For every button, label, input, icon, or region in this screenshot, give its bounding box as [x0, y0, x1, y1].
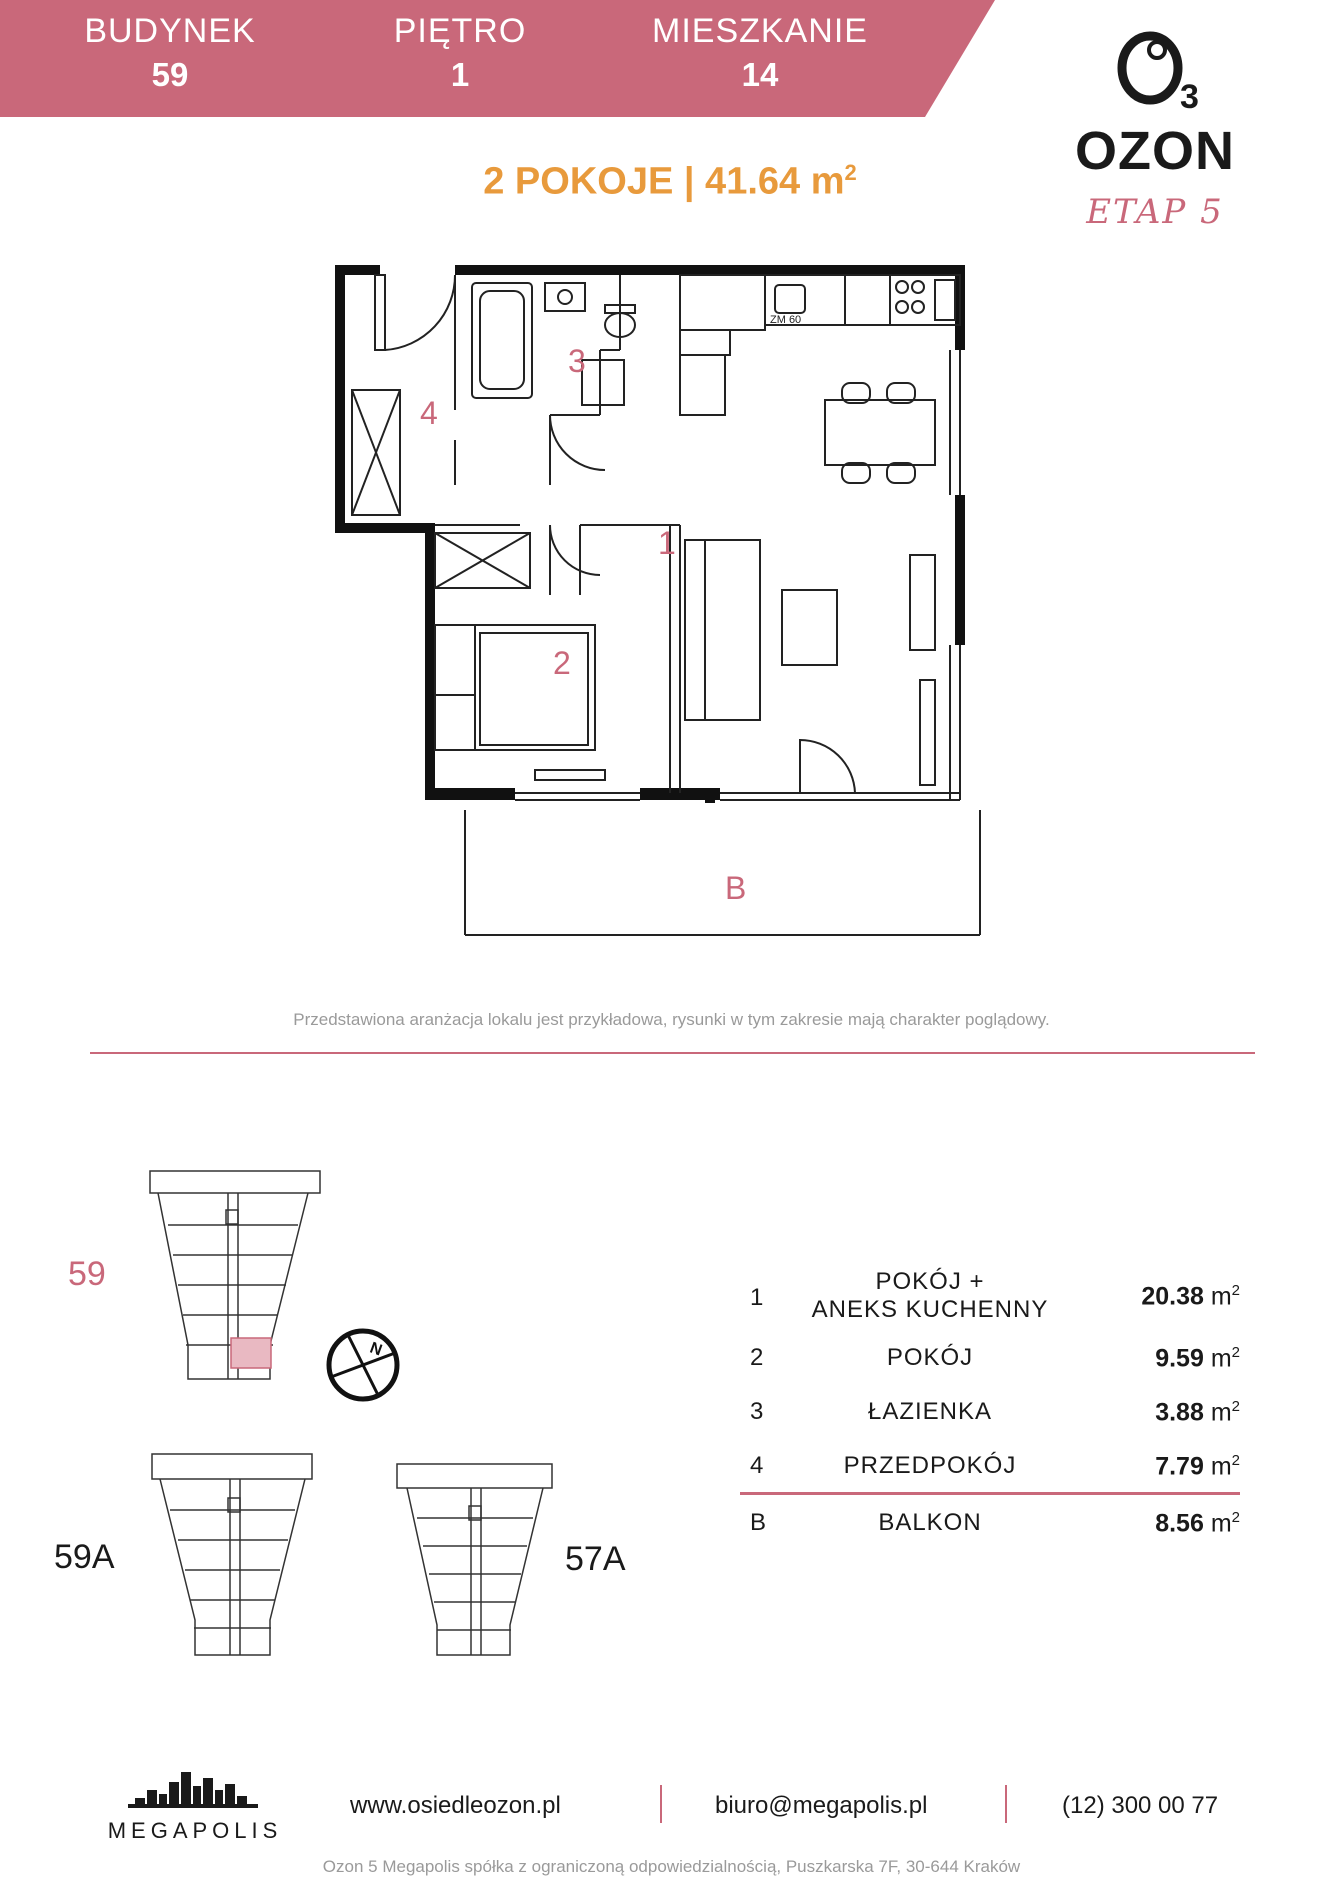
room-name-line1: POKÓJ + — [875, 1268, 985, 1295]
building-info: BUDYNEK 59 — [40, 10, 300, 98]
room-number-4: 4 — [420, 395, 438, 431]
disclaimer-text: Przedstawiona aranżacja lokalu jest przy… — [293, 1010, 1050, 1029]
apartment-value: 14 — [741, 56, 779, 93]
compass-icon: N — [326, 1328, 400, 1402]
rooms-table: 1 POKÓJ +ANEKS KUCHENNY 20.38 m2 2 POKÓJ… — [740, 1262, 1240, 1549]
stage-label: ETAP 5 — [1086, 192, 1224, 232]
room-number-3: 3 — [568, 343, 586, 379]
apartment-label: MIESZKANIE — [652, 12, 868, 50]
room-area-sup: 2 — [1231, 1398, 1240, 1415]
building-57a-plan — [396, 1463, 553, 1656]
room-no: 4 — [750, 1452, 764, 1479]
website-link[interactable]: www.osiedleozon.pl — [350, 1792, 561, 1819]
building-label-59a: 59A — [54, 1538, 115, 1576]
footer-separator — [1005, 1785, 1007, 1823]
summary-sup: 2 — [844, 160, 857, 185]
floor-plan-drawing: ZM 60 — [335, 265, 981, 936]
room-area-unit: m — [1210, 1452, 1232, 1481]
building-label-57a: 57A — [565, 1540, 626, 1578]
room-area-sup: 2 — [1231, 1509, 1240, 1526]
room-name: POKÓJ — [886, 1344, 974, 1371]
room-no: 1 — [750, 1284, 764, 1311]
room-area-sup: 2 — [1231, 1452, 1240, 1469]
building-value: 59 — [151, 56, 189, 93]
room-row: 2 POKÓJ 9.59 m2 — [740, 1330, 1240, 1384]
room-area-sup: 2 — [1231, 1282, 1240, 1299]
room-name: POKÓJ +ANEKS KUCHENNY — [785, 1268, 1075, 1324]
room-number-balcony: B — [725, 870, 747, 906]
megapolis-logo: MEGAPOLIS — [100, 1760, 290, 1843]
room-row: 4 PRZEDPOKÓJ 7.79 m2 — [740, 1438, 1240, 1492]
room-area-unit: m — [1210, 1344, 1232, 1373]
room-area-sup: 2 — [1231, 1344, 1240, 1361]
room-area-unit: m — [1210, 1282, 1232, 1311]
room-area-value: 7.79 — [1155, 1452, 1204, 1481]
room-area: 20.38 m2 — [1080, 1282, 1240, 1311]
skyline-icon — [128, 1772, 258, 1808]
room-area: 3.88 m2 — [1080, 1398, 1240, 1427]
room-row: 3 ŁAZIENKA 3.88 m2 — [740, 1384, 1240, 1438]
phone-link[interactable]: (12) 300 00 77 — [1062, 1792, 1219, 1819]
header-banner: BUDYNEK 59 PIĘTRO 1 MIESZKANIE 14 — [0, 0, 1343, 120]
summary-text: 2 POKOJE | 41.64 m — [483, 160, 845, 203]
ozon-logo: 3 OZON ETAP 5 — [1040, 28, 1270, 248]
room-area-value: 9.59 — [1155, 1344, 1204, 1373]
room-area-unit: m — [1210, 1509, 1232, 1538]
floor-info: PIĘTRO 1 — [330, 10, 590, 98]
floor-plan: ZM 60 1 2 3 4 B — [320, 255, 1000, 955]
room-number-1: 1 — [658, 525, 676, 561]
floor-label: PIĘTRO — [393, 12, 527, 50]
appliance-label: ZM 60 — [770, 314, 801, 326]
building-59-plan — [149, 1170, 321, 1380]
footer-separator — [660, 1785, 662, 1823]
room-area: 7.79 m2 — [1080, 1452, 1240, 1481]
company-name: MEGAPOLIS — [107, 1818, 283, 1843]
apartment-info: MIESZKANIE 14 — [610, 10, 910, 98]
room-area-value: 8.56 — [1155, 1509, 1204, 1538]
room-name: BALKON — [878, 1509, 982, 1536]
room-no: 2 — [750, 1344, 764, 1371]
email-link[interactable]: biuro@megapolis.pl — [715, 1792, 928, 1819]
room-area-value: 20.38 — [1141, 1282, 1204, 1311]
room-name-line2: ANEKS KUCHENNY — [811, 1296, 1049, 1323]
compass-north: N — [367, 1340, 384, 1360]
room-name: ŁAZIENKA — [867, 1398, 993, 1425]
room-name: PRZEDPOKÓJ — [843, 1452, 1017, 1479]
room-no: B — [750, 1509, 767, 1536]
room-area: 9.59 m2 — [1080, 1344, 1240, 1373]
building-label: BUDYNEK — [84, 12, 256, 50]
room-area-value: 3.88 — [1155, 1398, 1204, 1427]
brand-name: OZON — [1075, 121, 1235, 181]
building-label-59: 59 — [68, 1255, 106, 1293]
legal-text: Ozon 5 Megapolis spółka z ograniczoną od… — [322, 1857, 1021, 1876]
room-number-2: 2 — [553, 645, 571, 681]
section-divider — [90, 1052, 1255, 1054]
apartment-highlight — [230, 1337, 272, 1369]
o3-subscript: 3 — [1180, 78, 1199, 113]
room-area: 8.56 m2 — [1080, 1509, 1240, 1538]
room-row: B BALKON 8.56 m2 — [740, 1495, 1240, 1549]
room-area-unit: m — [1210, 1398, 1232, 1427]
building-59a-plan — [151, 1453, 313, 1656]
room-row: 1 POKÓJ +ANEKS KUCHENNY 20.38 m2 — [740, 1262, 1240, 1330]
banner-shape — [0, 0, 995, 117]
o3-mark-icon: 3 — [1117, 31, 1199, 113]
rooms-divider — [740, 1492, 1240, 1495]
apartment-summary: 2 POKOJE | 41.64 m2 — [400, 160, 940, 204]
room-no: 3 — [750, 1398, 764, 1425]
floor-value: 1 — [450, 56, 470, 93]
